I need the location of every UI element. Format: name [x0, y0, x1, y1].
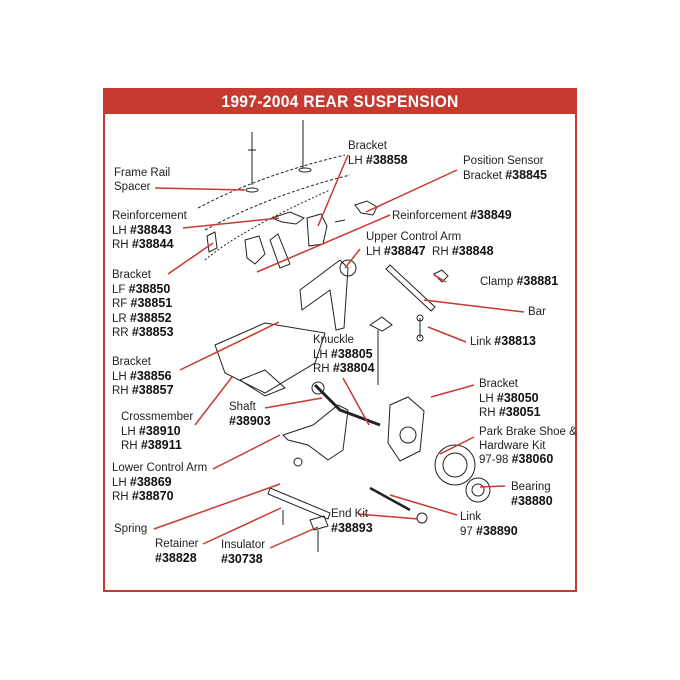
label-reinforcement-38843: Reinforcement LH #38843 RH #38844 [112, 210, 187, 251]
label-position-sensor-bracket: Position Sensor Bracket #38845 [463, 155, 547, 182]
label-bracket-38856: Bracket LH #38856 RH #38857 [112, 356, 174, 397]
label-crossmember: Crossmember LH #38910 RH #38911 [121, 411, 194, 452]
label-lower-control-arm: Lower Control Arm LH #38869 RH #38870 [112, 462, 208, 503]
label-bar: Bar [528, 306, 546, 318]
label-shaft: Shaft #38903 [229, 401, 271, 428]
diagram-frame: 1997-2004 REAR SUSPENSION [103, 88, 577, 592]
title-bar: 1997-2004 REAR SUSPENSION [105, 90, 575, 114]
label-end-kit: End Kit #38893 [331, 508, 373, 535]
label-bracket-38850: Bracket LF #38850 RF #38851 LR #38852 RR… [112, 269, 174, 339]
label-reinforcement-38849: Reinforcement #38849 [392, 208, 512, 222]
label-retainer: Retainer #38828 [155, 538, 199, 565]
label-link-38890: Link 97 #38890 [460, 511, 518, 538]
label-spring: Spring [114, 523, 148, 535]
label-insulator: Insulator #30738 [221, 539, 266, 566]
label-bearing: Bearing #38880 [511, 481, 553, 508]
label-upper-control-arm: Upper Control Arm LH #38847 RH #38848 [366, 231, 494, 258]
label-park-brake: Park Brake Shoe & Hardware Kit 97-98 #38… [479, 426, 577, 466]
label-clamp: Clamp #38881 [480, 274, 559, 288]
label-bracket-38050: Bracket LH #38050 RH #38051 [479, 378, 541, 419]
label-frame-rail-spacer: Frame Rail Spacer [114, 167, 171, 193]
label-link-38813: Link #38813 [470, 334, 537, 348]
label-bracket-lh-38858: Bracket LH #38858 [348, 140, 408, 167]
diagram-title: 1997-2004 REAR SUSPENSION [123, 90, 557, 114]
label-knuckle: Knuckle LH #38805 RH #38804 [313, 334, 375, 375]
